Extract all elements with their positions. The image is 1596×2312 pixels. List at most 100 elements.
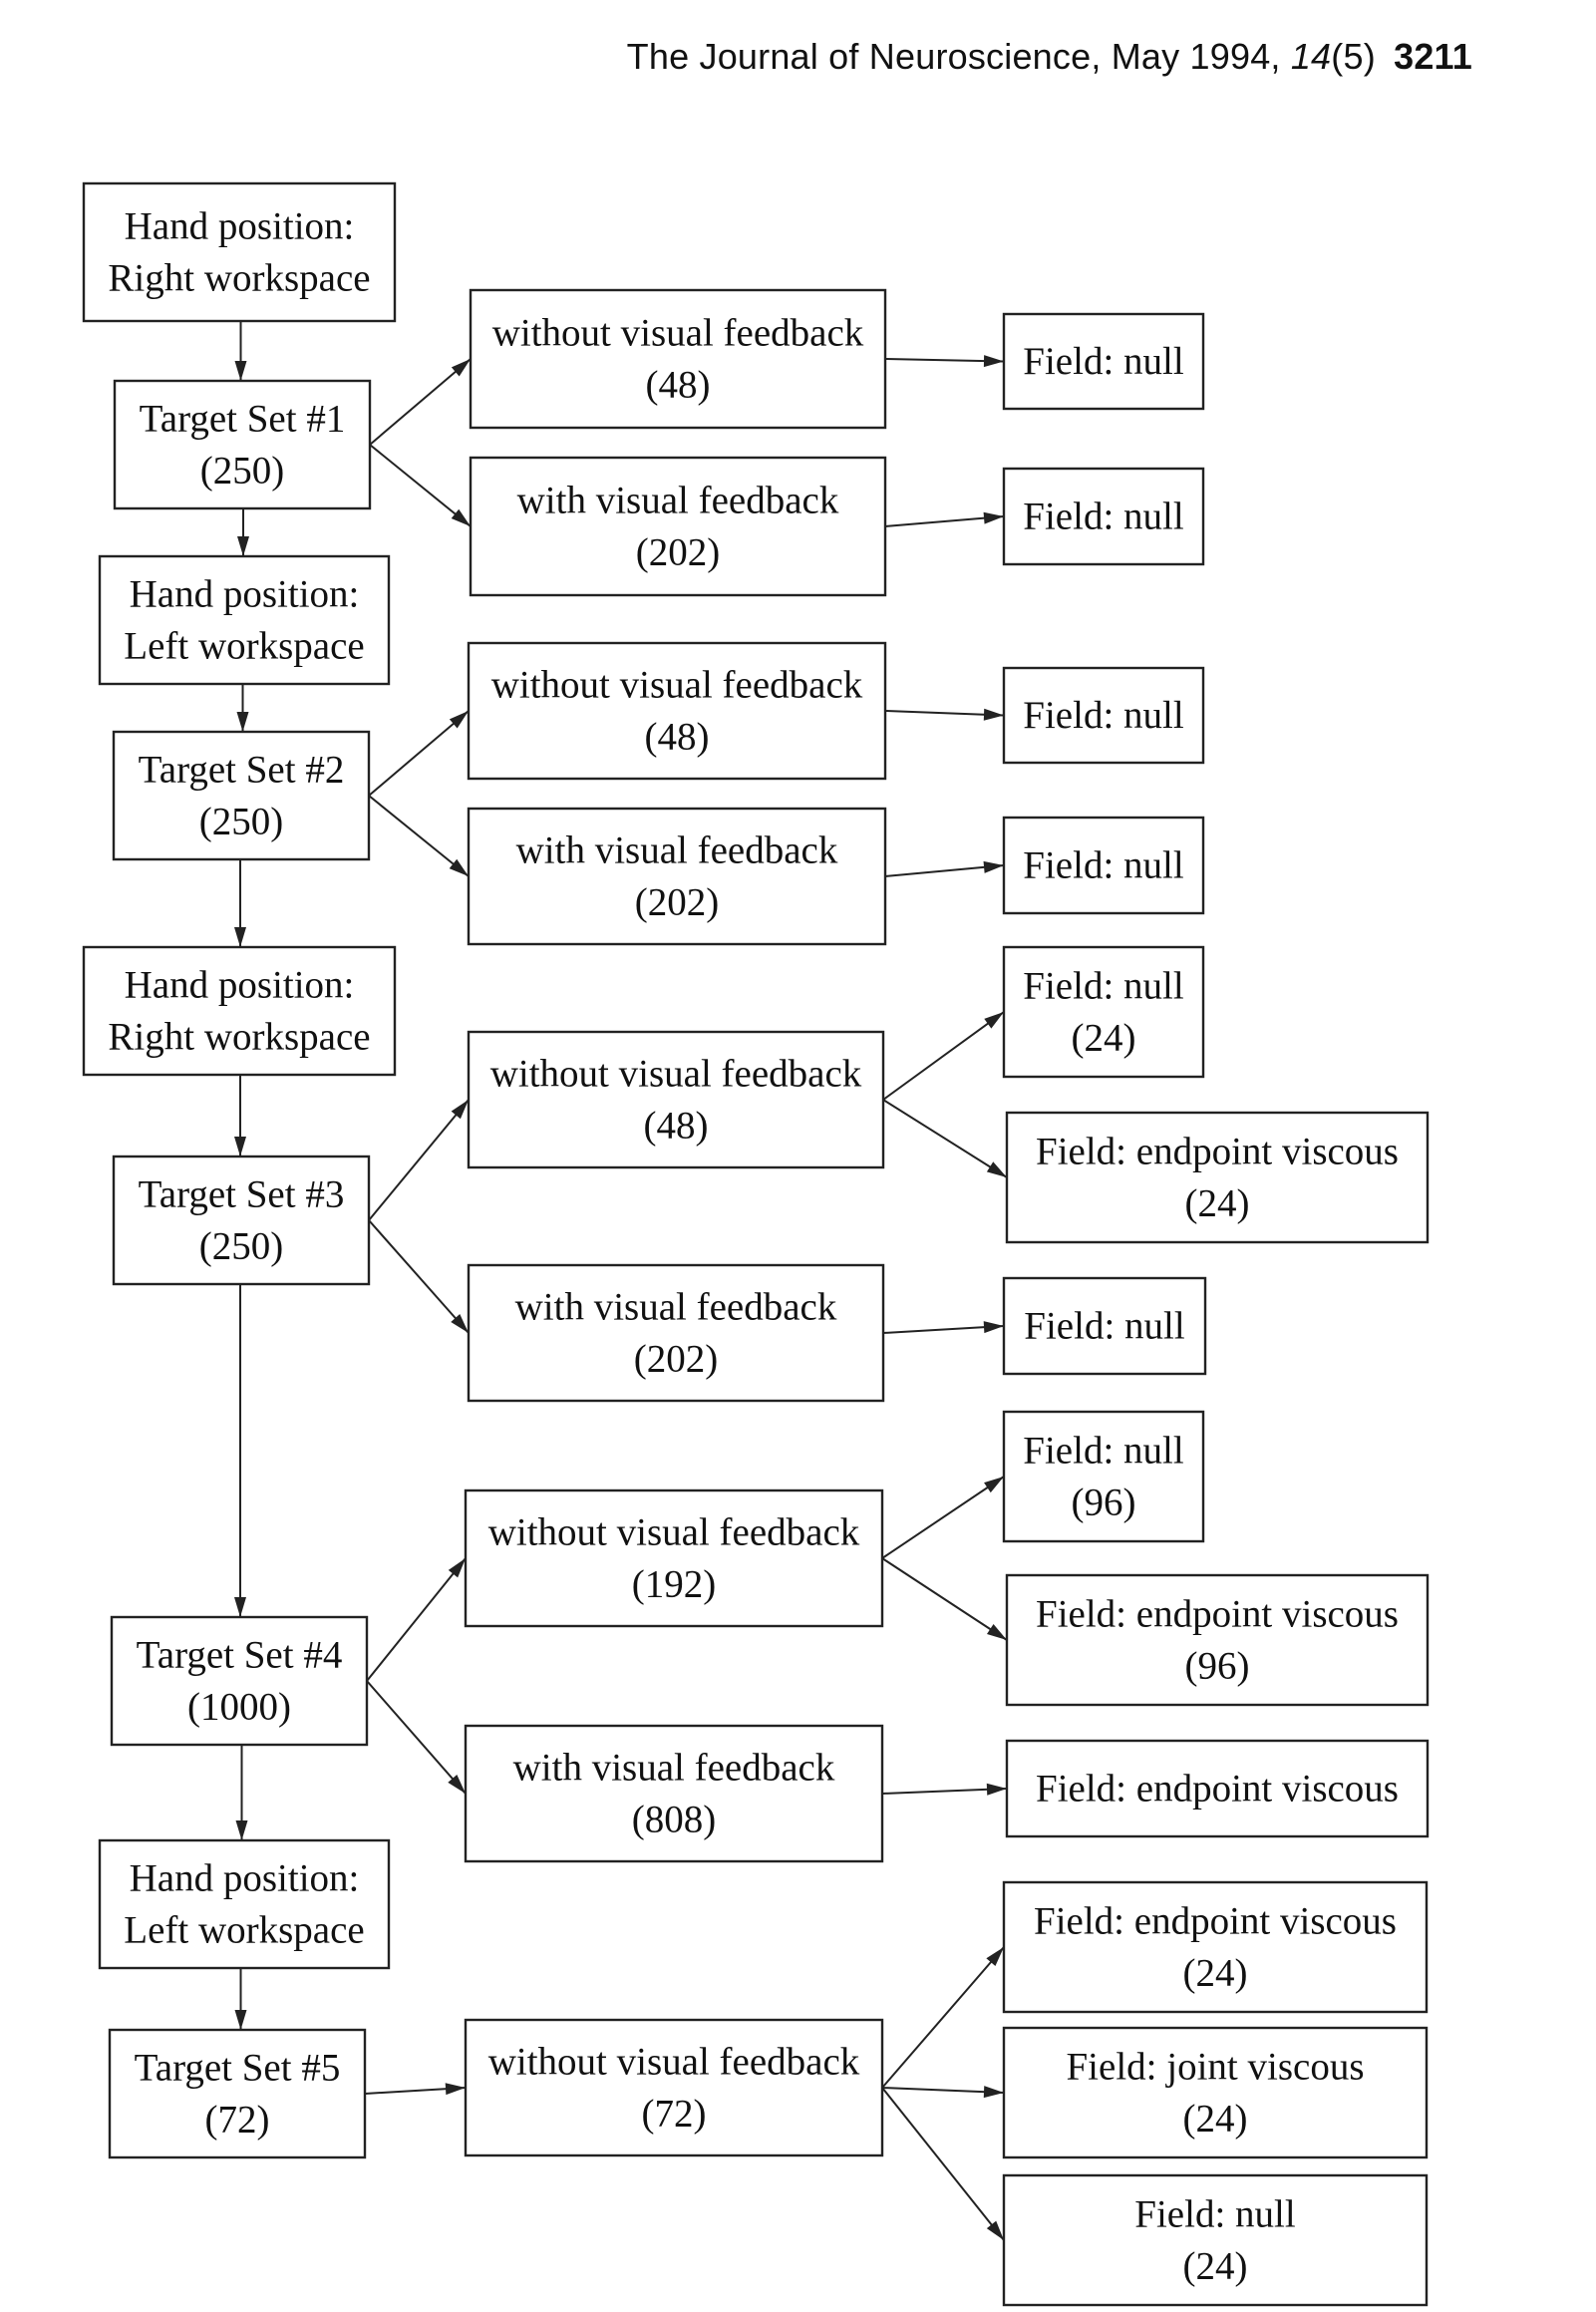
edge-line (366, 1680, 467, 1795)
node-count: (48) (645, 716, 710, 759)
arrowhead (449, 711, 469, 729)
edge-line (368, 1099, 470, 1221)
node-count: (48) (644, 1105, 709, 1148)
node-c2a: without visual feedback(48) (467, 641, 887, 781)
edge-line (881, 1946, 1005, 2089)
node-label: Field: null (1023, 1430, 1184, 1473)
edge-c4a-f4a2 (881, 1557, 1008, 1641)
edge-ts2-c2b (368, 795, 470, 877)
node-count: Right workspace (108, 257, 370, 300)
node-c5a: without visual feedback(72) (464, 2018, 884, 2157)
node-box (464, 1724, 884, 1863)
node-label: Hand position: (125, 205, 355, 248)
node-label: Field: null (1023, 495, 1184, 538)
node-box (82, 945, 397, 1077)
node-box (1002, 816, 1205, 915)
edge-c1b-f1b (884, 511, 1005, 527)
node-box (1002, 2173, 1429, 2307)
node-hp4: Hand position:Left workspace (98, 1838, 391, 1970)
node-box (98, 554, 391, 686)
node-f2b: Field: null (1002, 816, 1205, 915)
arrowhead (234, 1597, 246, 1617)
arrowhead (451, 1314, 469, 1333)
node-box (82, 181, 397, 323)
edge-line (368, 1219, 470, 1334)
arrowhead (986, 1624, 1007, 1640)
edge-c4b-f4b (881, 1783, 1008, 1796)
edge-ts4-c4a (366, 1557, 467, 1682)
node-count: (202) (634, 1338, 718, 1381)
node-hp3: Hand position:Right workspace (82, 945, 397, 1077)
node-hp1: Hand position: Right workspace (82, 181, 397, 323)
node-count: Left workspace (124, 1909, 364, 1952)
journal-volume: 14 (1290, 36, 1332, 77)
node-f2a: Field: null (1002, 666, 1205, 765)
edge-c5a-f5a2 (881, 2086, 1005, 2099)
edge-line (881, 1557, 1008, 1641)
edge-c2a-f2a (884, 708, 1005, 721)
node-c3b: with visual feedback(202) (467, 1263, 885, 1403)
node-f5a1: Field: endpoint viscous(24) (1002, 1880, 1429, 2014)
node-box (464, 2018, 884, 2157)
node-label: Field: endpoint viscous (1036, 1593, 1399, 1636)
node-c2b: with visual feedback(202) (467, 807, 887, 946)
arrowhead (986, 2220, 1004, 2240)
edge-line (881, 1476, 1005, 1559)
edge-hp2-ts2 (236, 684, 249, 732)
edge-c3a-f3a2 (882, 1099, 1008, 1178)
node-count: (24) (1185, 1182, 1250, 1225)
arrowhead (234, 1137, 246, 1156)
node-c3a: without visual feedback(48) (467, 1030, 885, 1169)
edge-line (882, 1325, 1005, 1334)
node-box (98, 1838, 391, 1970)
node-label: Field: null (1023, 340, 1184, 383)
node-count: (48) (646, 364, 711, 407)
node-count: (250) (200, 450, 284, 493)
edge-c2b-f2b (884, 860, 1005, 877)
node-box (469, 288, 887, 430)
arrowhead (986, 1947, 1004, 1967)
arrowhead (984, 1012, 1004, 1029)
edge-ts4-c4b (366, 1680, 467, 1795)
edge-ts4-hp4 (235, 1745, 248, 1840)
edge-c4a-f4a1 (881, 1476, 1005, 1559)
node-count: (250) (199, 801, 283, 843)
node-label: without visual feedback (488, 1511, 860, 1554)
node-hp2: Hand position:Left workspace (98, 554, 391, 686)
node-box (112, 1155, 371, 1286)
node-f1a: Field: null (1002, 312, 1205, 411)
node-box (110, 1615, 369, 1747)
edge-line (368, 710, 470, 797)
edge-line (368, 795, 470, 877)
node-box (467, 807, 887, 946)
arrowhead (234, 2010, 247, 2030)
node-f3b: Field: null (1002, 1276, 1207, 1376)
node-label: with visual feedback (516, 829, 838, 872)
node-box (1002, 1276, 1207, 1376)
node-box (1002, 945, 1205, 1079)
edge-ts3-c3a (368, 1099, 470, 1221)
node-box (1002, 1410, 1205, 1543)
node-ts2: Target Set #2(250) (112, 730, 371, 861)
node-label: Field: null (1024, 1305, 1185, 1348)
node-label: with visual feedback (513, 1747, 835, 1790)
edge-line (882, 1099, 1008, 1178)
node-f3a1: Field: null(24) (1002, 945, 1205, 1079)
arrowhead (236, 712, 249, 732)
node-label: Hand position: (125, 964, 355, 1007)
edge-line (881, 2087, 1005, 2241)
node-count: (24) (1183, 2245, 1248, 2288)
node-count: (96) (1185, 1645, 1250, 1688)
node-f1b: Field: null (1002, 467, 1205, 566)
node-box (1005, 1111, 1430, 1244)
node-f4a2: Field: endpoint viscous (96) (1005, 1573, 1430, 1707)
node-box (1005, 1739, 1430, 1838)
node-label: Field: endpoint viscous (1036, 1768, 1399, 1811)
arrowhead (986, 1783, 1007, 1796)
arrowhead (983, 860, 1004, 873)
node-label: Field: joint viscous (1066, 2046, 1364, 2089)
arrowhead (235, 1820, 248, 1840)
node-f3a2: Field: endpoint viscous(24) (1005, 1111, 1430, 1244)
node-box (1002, 312, 1205, 411)
edge-line (882, 1011, 1005, 1101)
